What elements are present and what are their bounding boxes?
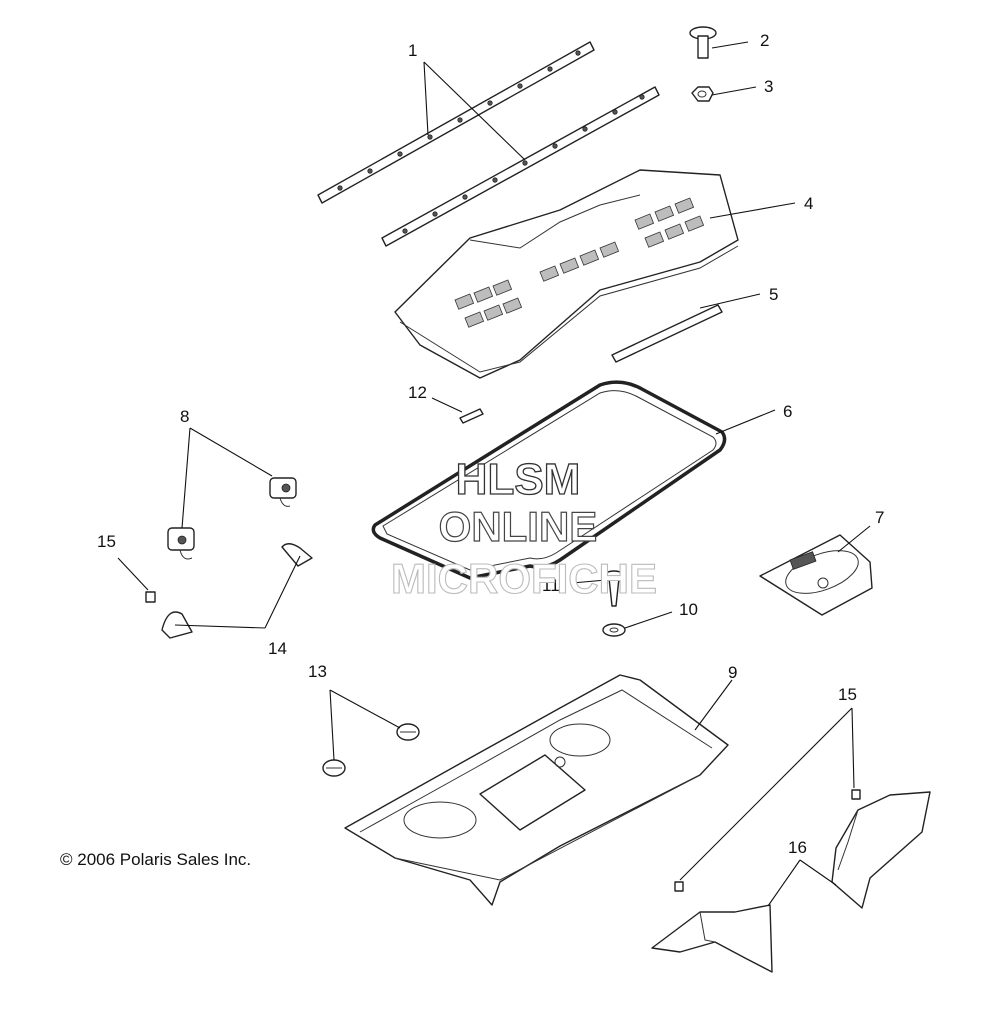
callout-12: 12	[408, 383, 427, 402]
callout-11: 11	[542, 576, 560, 595]
copyright-notice: © 2006 Polaris Sales Inc.	[60, 850, 252, 869]
callout-13: 13	[308, 662, 327, 681]
callout-14: 14	[268, 639, 287, 658]
callout-15-left: 15	[97, 532, 116, 551]
part-8-latches	[167, 477, 297, 560]
callout-4: 4	[804, 194, 813, 213]
watermark: HLSM ONLINE MICROFICHE	[390, 454, 657, 602]
callout-16: 16	[788, 838, 807, 857]
part-16-heat-shields	[651, 791, 931, 973]
part-15-screws	[145, 591, 861, 892]
leader-lines	[117, 41, 871, 907]
part-1-seal-strips	[317, 41, 660, 247]
part-7-access-cover	[759, 534, 873, 616]
watermark-line-3: MICROFICHE	[391, 555, 657, 602]
callout-8: 8	[180, 407, 189, 426]
watermark-line-2: ONLINE	[439, 503, 598, 550]
part-3-nut	[691, 86, 714, 102]
part-2-bolt	[689, 26, 717, 59]
callout-1: 1	[408, 41, 417, 60]
callout-labels: 1 2 3 4 5 6 7 8 9 10 11 12 13 14 15 15 1…	[97, 31, 884, 857]
callout-2: 2	[760, 31, 769, 50]
part-12-pin	[459, 408, 484, 424]
callout-7: 7	[875, 508, 884, 527]
watermark-line-1: HLSM	[456, 455, 581, 504]
callout-3: 3	[764, 77, 773, 96]
part-11-bolt	[603, 570, 625, 607]
callout-15-right: 15	[838, 685, 857, 704]
part-9-storage-tub	[344, 674, 729, 906]
callout-6: 6	[783, 402, 792, 421]
part-13-plugs	[322, 723, 420, 777]
callout-9: 9	[728, 663, 737, 682]
part-6-gasket	[371, 380, 727, 580]
part-5-rod	[611, 304, 723, 363]
callout-10: 10	[679, 600, 698, 619]
callout-5: 5	[769, 285, 778, 304]
part-4-storage-lid	[394, 169, 739, 379]
part-10-washer	[602, 623, 626, 637]
